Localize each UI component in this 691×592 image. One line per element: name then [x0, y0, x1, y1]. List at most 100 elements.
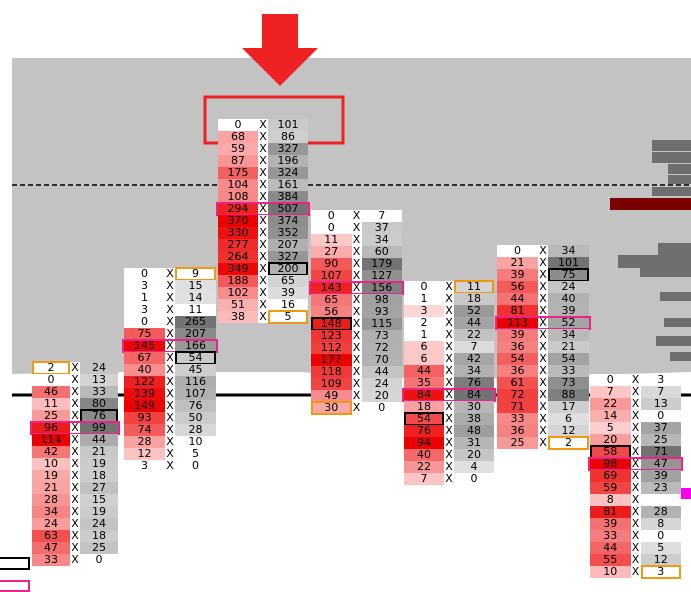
- bid-volume: 0: [218, 119, 258, 131]
- ask-volume: 384: [268, 191, 308, 203]
- separator-mark: X: [630, 553, 641, 566]
- separator-mark: X: [165, 447, 175, 460]
- ask-volume: 44: [361, 366, 402, 378]
- separator-mark: X: [70, 517, 80, 530]
- ask-volume: 14: [175, 292, 216, 304]
- ask-volume: 4: [454, 461, 494, 473]
- separator-mark: X: [258, 310, 268, 323]
- ask-volume: 327: [268, 251, 308, 263]
- ask-volume: 207: [175, 328, 216, 340]
- volume-profile-bar: [670, 352, 691, 361]
- ask-volume: 13: [80, 374, 118, 386]
- bid-volume: 44: [404, 365, 444, 377]
- separator-mark: X: [538, 316, 548, 329]
- edge-cell-box: [0, 557, 30, 570]
- ask-volume: 0: [454, 473, 494, 485]
- bid-volume: 42: [32, 446, 70, 458]
- separator-mark: X: [351, 245, 362, 258]
- separator-mark: X: [444, 316, 454, 329]
- bid-volume: 19: [32, 470, 70, 482]
- separator-mark: X: [258, 214, 268, 227]
- ask-volume: 27: [80, 482, 118, 494]
- bid-volume: 107: [311, 270, 352, 282]
- separator-mark: X: [444, 352, 454, 365]
- bid-volume: 46: [32, 386, 70, 398]
- bid-volume: 28: [32, 494, 70, 506]
- ask-volume: 54: [548, 353, 589, 365]
- separator-mark: X: [70, 361, 80, 374]
- bid-volume: 69: [590, 470, 631, 482]
- bid-volume: 39: [497, 329, 538, 341]
- ask-volume: 38: [454, 413, 494, 425]
- ask-volume: 166: [175, 340, 216, 352]
- separator-mark: X: [258, 274, 268, 287]
- volume-profile-bar: [658, 243, 691, 255]
- footprint-row: [0, 469, 12, 481]
- ask-volume: 0: [361, 402, 402, 414]
- ask-volume: 80: [80, 398, 118, 410]
- bid-volume: 109: [311, 378, 352, 390]
- bid-volume: 149: [124, 400, 165, 412]
- ask-volume: 88: [548, 389, 589, 401]
- bid-volume: 22: [404, 461, 444, 473]
- separator-mark: X: [630, 421, 641, 434]
- separator-mark: X: [538, 388, 548, 401]
- separator-mark: X: [70, 409, 80, 422]
- bid-volume: 148: [311, 318, 352, 330]
- bid-volume: 143: [311, 282, 352, 294]
- separator-mark: X: [70, 529, 80, 542]
- ask-volume: 37: [361, 222, 402, 234]
- bid-volume: 3: [124, 460, 165, 472]
- ask-volume: 327: [268, 143, 308, 155]
- bid-volume: 349: [218, 263, 258, 275]
- ask-volume: 207: [268, 239, 308, 251]
- bid-volume: 87: [218, 155, 258, 167]
- separator-mark: X: [630, 517, 641, 530]
- bid-volume: 264: [218, 251, 258, 263]
- bid-volume: 11: [32, 398, 70, 410]
- separator-mark: X: [630, 505, 641, 518]
- bid-volume: 188: [218, 275, 258, 287]
- bid-volume: 38: [218, 311, 258, 323]
- separator-mark: X: [444, 400, 454, 413]
- ask-volume: 44: [454, 317, 494, 329]
- volume-profile-bar: [618, 255, 691, 268]
- ask-volume: 265: [175, 316, 216, 328]
- separator-mark: X: [538, 340, 548, 353]
- separator-mark: X: [351, 353, 362, 366]
- separator-mark: X: [538, 256, 548, 269]
- ask-volume: 179: [361, 258, 402, 270]
- separator-mark: X: [538, 244, 548, 257]
- ask-volume: 33: [548, 365, 589, 377]
- separator-mark: X: [70, 493, 80, 506]
- bid-volume: 65: [311, 294, 352, 306]
- volume-profile-bar: [652, 187, 691, 196]
- ask-volume: 6: [548, 413, 589, 425]
- bid-volume: 114: [32, 434, 70, 446]
- down-arrow-icon: [242, 14, 318, 86]
- ask-volume: 52: [454, 305, 494, 317]
- ask-volume: 98: [361, 294, 402, 306]
